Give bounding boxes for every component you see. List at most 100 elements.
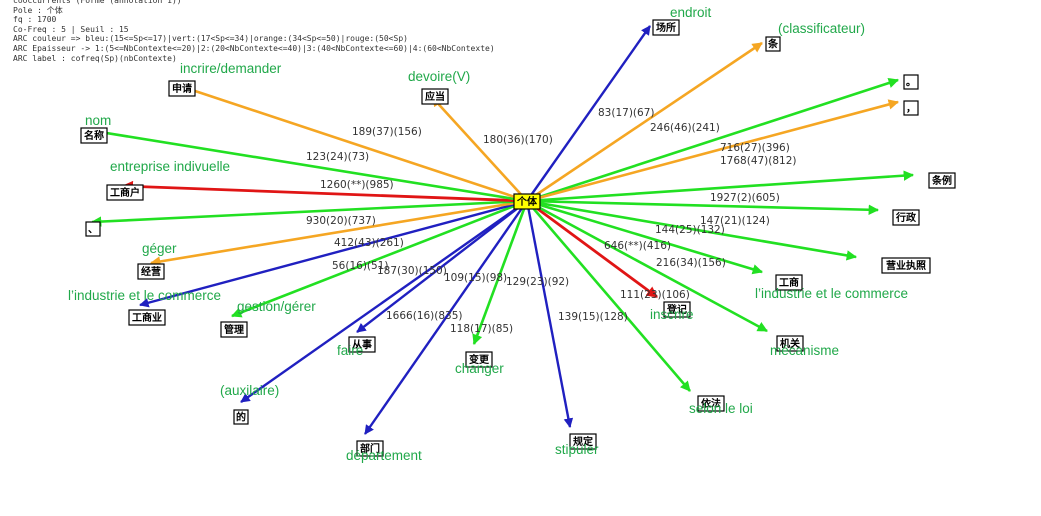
- edge-label-de: 187(30)(150): [377, 265, 447, 277]
- edge-label-dengji: 111(23)(106): [620, 289, 690, 301]
- node-label: 变更: [469, 353, 490, 366]
- node-label: 行政: [895, 211, 917, 224]
- node-label: 营业执照: [886, 259, 926, 272]
- center-node-box: [513, 193, 541, 210]
- edge-label-comma: 1768(47)(812): [720, 155, 797, 167]
- edge-yifa: [526, 200, 691, 392]
- gloss-de: (auxilaire): [220, 383, 279, 398]
- node-label: 经营: [141, 265, 161, 278]
- edge-label-jingying: 412(43)(261): [334, 237, 404, 249]
- node-box: [663, 301, 691, 318]
- node-label: 规定: [573, 435, 593, 448]
- edge-label-dot: 930(20)(737): [306, 215, 376, 227]
- node-box: [168, 80, 196, 97]
- center-node[interactable]: 个体: [513, 193, 541, 210]
- node-label: 登记: [666, 303, 687, 316]
- node-label: 应当: [425, 90, 445, 103]
- node-box: [928, 172, 956, 189]
- edge-label-tiao: 246(46)(241): [650, 122, 720, 134]
- node-box: [421, 88, 449, 105]
- edge-yingdang: [431, 96, 528, 202]
- edge-biangeng: [472, 200, 529, 345]
- node-changsuo[interactable]: 场所: [652, 19, 680, 36]
- edge-congshi: [356, 200, 528, 333]
- node-xingzheng[interactable]: 行政: [892, 209, 920, 226]
- gloss-jiguan: mécanisme: [770, 343, 839, 358]
- edge-label-period: 716(27)(396): [720, 142, 790, 154]
- edge-mingcheng: [92, 127, 528, 203]
- node-de[interactable]: 的: [233, 409, 249, 425]
- center-node-label: 个体: [516, 195, 538, 208]
- node-shenqing[interactable]: 申请: [168, 80, 196, 97]
- edge-label-biangeng: 118(17)(85): [450, 323, 513, 335]
- edge-xingzheng: [526, 199, 880, 215]
- edges-layer: [90, 25, 915, 435]
- gloss-guiding: stipuler: [555, 442, 599, 457]
- node-label: 部门: [360, 442, 380, 455]
- node-guanli[interactable]: 管理: [220, 321, 248, 338]
- edge-guanli: [231, 199, 528, 318]
- header-line: Co-Freq : 5 | Seuil : 15: [13, 24, 129, 34]
- node-box: [233, 409, 249, 425]
- node-period[interactable]: 。: [903, 74, 919, 90]
- node-mingcheng[interactable]: 名称: [80, 127, 108, 144]
- node-box: [652, 19, 680, 36]
- node-yifa[interactable]: 依法: [697, 395, 725, 412]
- node-tiao[interactable]: 条: [765, 36, 781, 52]
- node-box: [697, 395, 725, 412]
- node-yingdang[interactable]: 应当: [421, 88, 449, 105]
- edge-label-bumen: 109(15)(98): [444, 272, 507, 284]
- header-line: Pole : 个体: [13, 5, 63, 15]
- gloss-bumen: département: [346, 448, 422, 463]
- edge-label-guiding: 139(15)(128): [558, 311, 628, 323]
- node-tiaoli[interactable]: 条例: [928, 172, 956, 189]
- node-box: [348, 336, 376, 353]
- node-biangeng[interactable]: 变更: [465, 351, 493, 368]
- node-yingye[interactable]: 营业执照: [881, 257, 931, 274]
- header-line: ARC Epaisseur -> 1:(5<=NbContexte<=20)|2…: [13, 43, 495, 53]
- node-dengji[interactable]: 登记: [663, 301, 691, 318]
- edge-label-yingye: 144(25)(132): [655, 224, 725, 236]
- header-line: ARC label : cofreq(Sp)(nbContexte): [13, 53, 177, 63]
- edge-de: [240, 200, 528, 403]
- node-box: [903, 100, 919, 116]
- node-box: [776, 335, 804, 352]
- gloss-changsuo: endroit: [670, 5, 712, 20]
- node-gongshang[interactable]: 工商: [775, 274, 803, 291]
- edge-label-mingcheng: 123(24)(73): [306, 151, 369, 163]
- node-congshi[interactable]: 从事: [348, 336, 376, 353]
- node-box: [85, 221, 101, 237]
- gloss-yifa: selon le loi: [689, 401, 753, 416]
- edge-dengji: [526, 199, 658, 299]
- gloss-tiao: (classificateur): [778, 21, 865, 36]
- node-jingying[interactable]: 经营: [137, 263, 165, 280]
- edge-period: [526, 77, 899, 203]
- node-gongshanghu[interactable]: 工商户: [106, 184, 144, 201]
- node-gongshangye[interactable]: 工商业: [128, 309, 166, 326]
- edge-label-tiaoli: 1927(2)(605): [710, 192, 780, 204]
- node-label: 工商业: [132, 311, 162, 324]
- node-box: [892, 209, 920, 226]
- node-bumen[interactable]: 部门: [356, 440, 384, 457]
- edge-label-yingdang: 180(36)(170): [483, 134, 553, 146]
- node-label: 场所: [656, 21, 676, 34]
- node-label: 、: [88, 225, 98, 236]
- gloss-biangeng: changer: [455, 361, 504, 376]
- gloss-mingcheng: nom: [85, 113, 111, 128]
- gloss-yingdang: devoire(V): [408, 69, 470, 84]
- node-guiding[interactable]: 规定: [569, 433, 597, 450]
- edge-label-shenqing: 189(37)(156): [352, 126, 422, 138]
- edge-label-gongshangye: 56(16)(51): [332, 260, 388, 272]
- node-dot[interactable]: 、: [85, 221, 101, 237]
- node-label: ，: [906, 104, 916, 115]
- edge-shenqing: [179, 84, 528, 203]
- node-comma[interactable]: ，: [903, 100, 919, 116]
- gloss-gongshangye: l’industrie et le commerce: [68, 288, 221, 303]
- gloss-dengji: inscrire: [650, 307, 694, 322]
- node-label: 名称: [84, 129, 104, 142]
- edge-label-gongshanghu: 1260(**)(985): [320, 179, 394, 191]
- edge-dot: [90, 199, 528, 227]
- node-jiguan[interactable]: 机关: [776, 335, 804, 352]
